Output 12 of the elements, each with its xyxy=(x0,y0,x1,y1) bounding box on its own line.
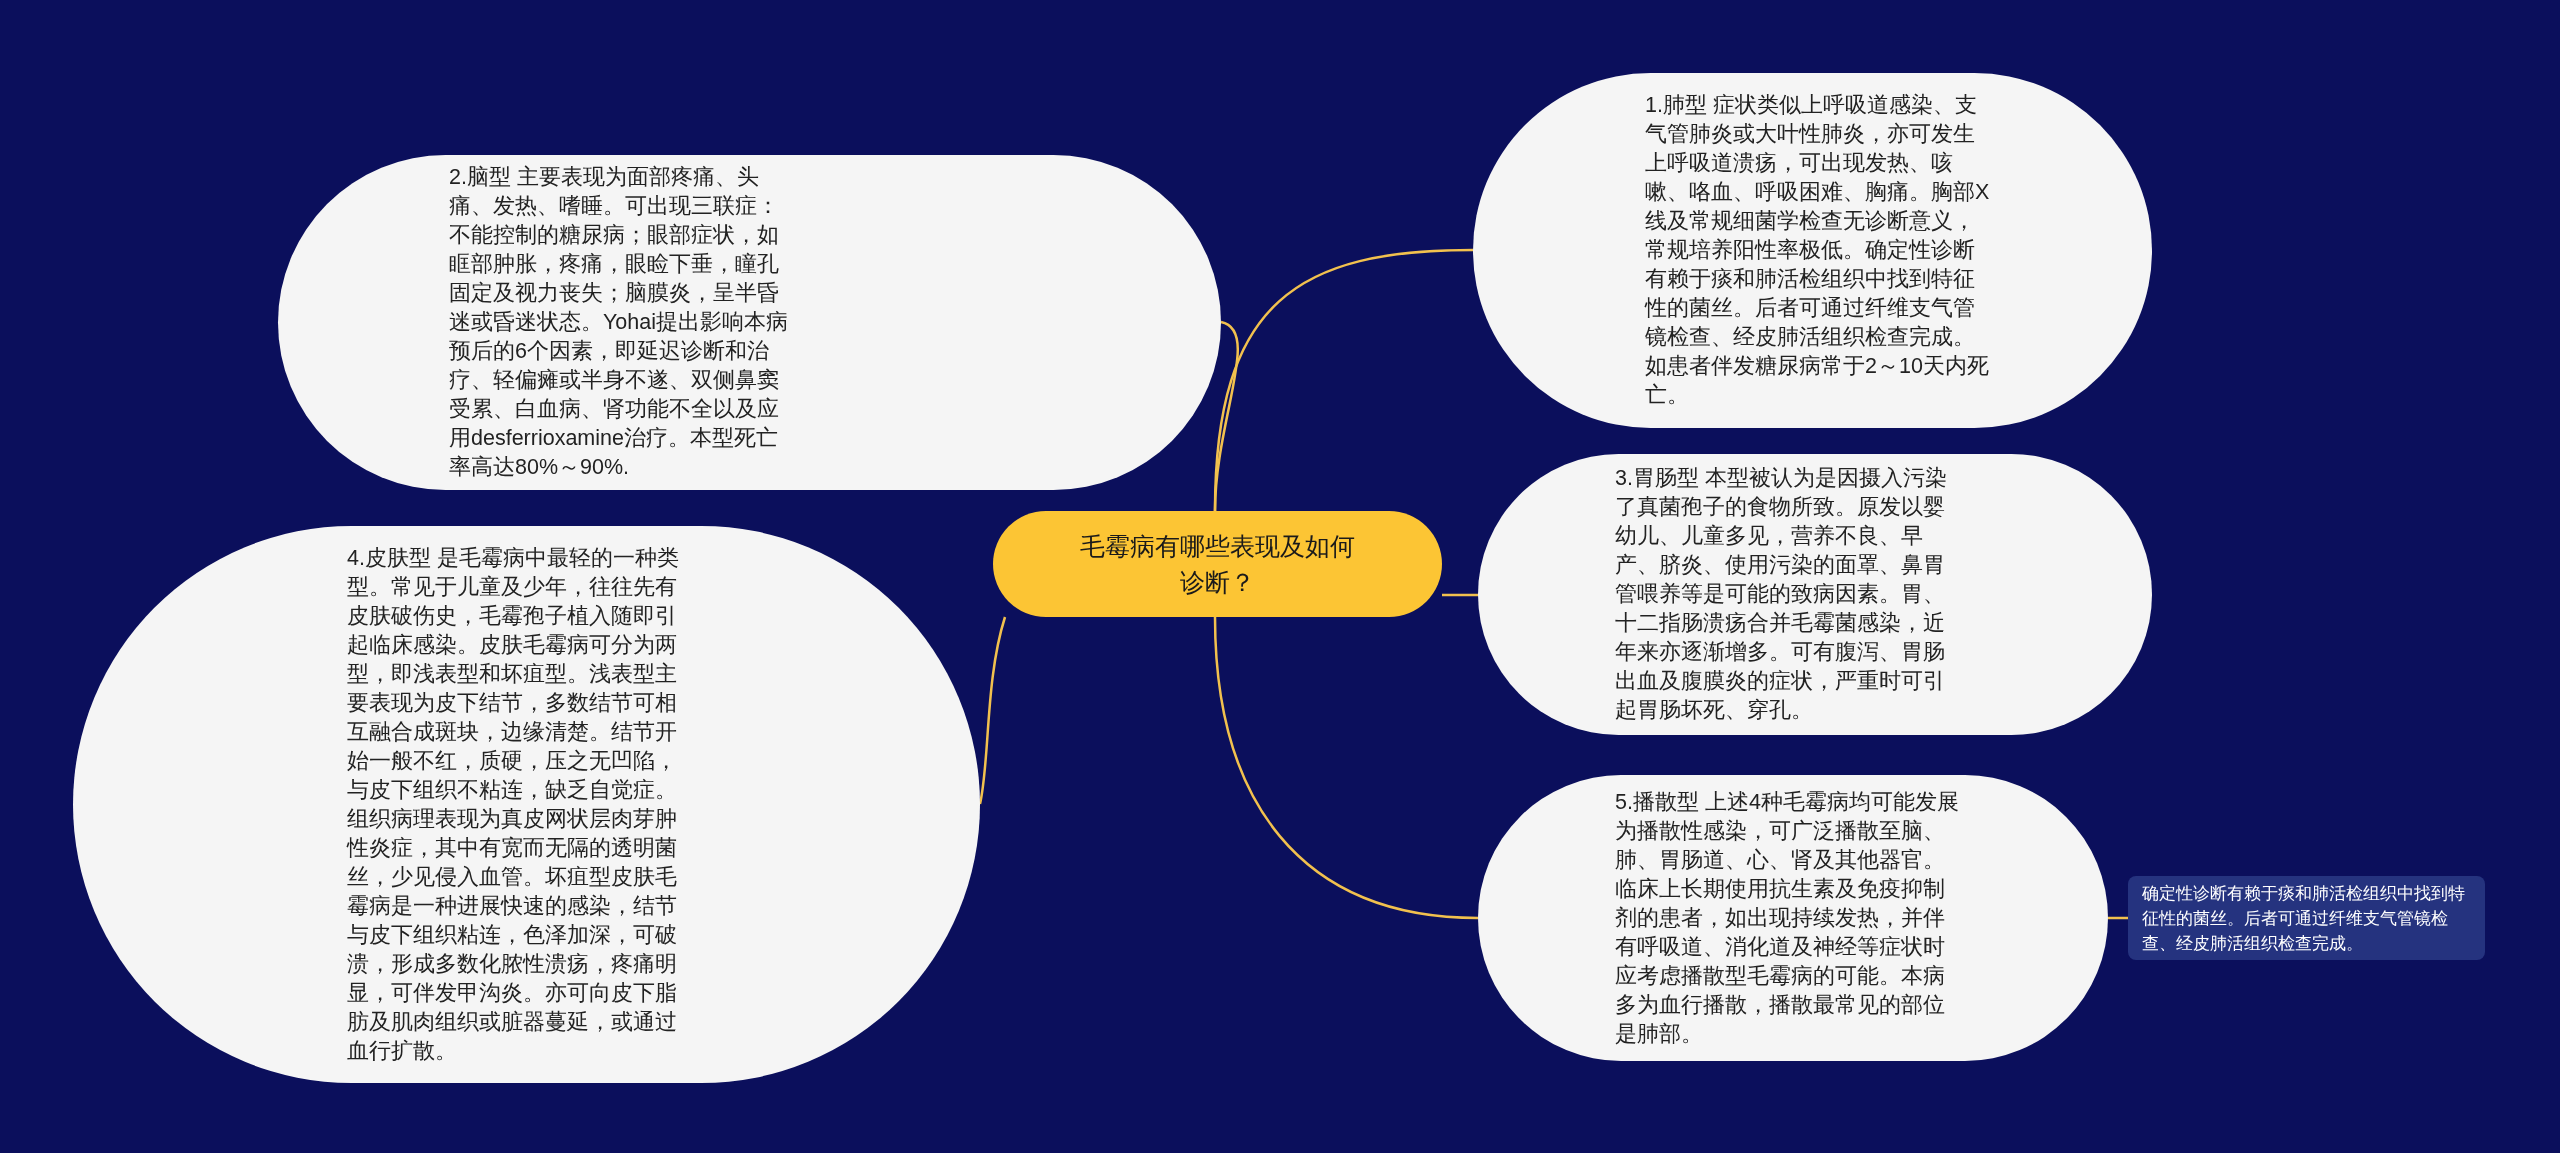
connector xyxy=(1442,593,1478,597)
node-text: 2.脑型 主要表现为面部疼痛、头痛、发热、嗜睡。可出现三联症：不能控制的糖尿病；眼部症状，如眶部肿胀，疼痛，眼睑下垂，瞳孔固定及视力丧失；脑膜炎，呈半昏迷或昏迷状态。Yohai提出影响本病预后的6个因素，即延迟诊断和治疗、轻偏瘫或半身不遂、双侧鼻窦受累、白血病、肾功能不全以及应用desferrioxamine治疗。本型死亡率高达80%～90%. xyxy=(449,164,789,481)
connector xyxy=(2108,916,2128,920)
note-box xyxy=(2128,876,2485,960)
node-text: 3.胃肠型 本型被认为是因摄入污染了真菌孢子的食物所致。原发以婴幼儿、儿童多见，营养不良、早产、脐炎、使用污染的面罩、鼻胃管喂养等是可能的致病因素。胃、十二指肠溃疡合并毛霉菌感染，近年来亦逐渐增多。可有腹泻、胃肠出血及腹膜炎的症状，严重时可引起胃肠坏死、穿孔。 xyxy=(1615,465,1948,724)
node-text: 5.播散型 上述4种毛霉病均可能发展为播散性感染，可广泛播散至脑、肺、胃肠道、心、肾及其他器官。临床上长期使用抗生素及免疫抑制剂的患者，如出现持续发热，并伴有呼吸道、消化道及神经等症状时应考虑播散型毛霉病的可能。本病多为血行播散，播散最常见的部位是肺部。 xyxy=(1615,788,1960,1048)
node-text: 4.皮肤型 是毛霉病中最轻的一种类型。常见于儿童及少年，往往先有皮肤破伤史，毛霉孢子植入随即引起临床感染。皮肤毛霉病可分为两型，即浅表型和坏疽型。浅表型主要表现为皮下结节，多数结节可相互融合成斑块，边缘清楚。结节开始一般不红，质硬，压之无凹陷，与皮下组织不粘连，缺乏自觉症。组织病理表现为真皮网状层肉芽肿性炎症，其中有宽而无隔的透明菌丝，少见侵入血管。坏疽型皮肤毛霉病是一种进展快速的感染，结节与皮下组织粘连，色泽加深，可破溃，形成多数化脓性溃疡，疼痛明显，可伴发甲沟炎。亦可向皮下脂肪及肌肉组织或脏器蔓延，或通过血行扩散。 xyxy=(347,544,680,1065)
node-text: 确定性诊断有赖于痰和肺活检组织中找到特征性的菌丝。后者可通过纤维支气管镜检查、经皮肺活组织检查完成。 xyxy=(2142,882,2466,954)
node-text: 毛霉病有哪些表现及如何诊断？ xyxy=(1079,531,1356,598)
connector xyxy=(978,616,1007,805)
connector xyxy=(1213,320,1239,512)
node-text: 1.肺型 症状类似上呼吸道感染、支气管肺炎或大叶性肺炎，亦可发生上呼吸道溃疡，可出现发热、咳嗽、咯血、呼吸困难、胸痛。胸部X线及常规细菌学检查无诊断意义，常规培养阳性率极低。确定性诊断有赖于痰和肺活检组织中找到特征性的菌丝。后者可通过纤维支气管镜检查、经皮肺活组织检查完成。如患者伴发糖尿病常于2～10天内死亡。 xyxy=(1645,92,1991,409)
